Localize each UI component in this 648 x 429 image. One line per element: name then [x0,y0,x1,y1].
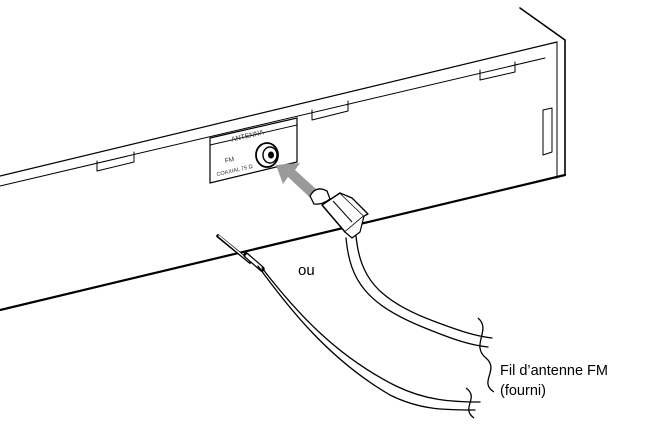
coaxial-plug [309,188,369,239]
wire-antenna-lead-a [257,265,476,411]
device-bottom-edge [0,173,567,312]
coaxial-jack [255,142,279,168]
antenna-panel-frame [209,117,298,184]
coaxial-cable [345,235,493,348]
panel-notch-1 [96,151,135,172]
jack-pin [268,151,274,159]
or-label: ou [298,262,315,279]
antenna-panel-divider [209,124,298,146]
break-marks [465,317,495,419]
rear-panel-top-inner-line [0,57,546,187]
plug-body-edge [332,200,353,223]
coaxial-cable-inner [355,235,493,339]
coaxial-cable-outer [345,237,489,348]
wire-antenna [216,234,481,411]
wire-label-line2: (fourni) [500,383,546,399]
device-outline [0,7,567,312]
plug-tail [344,215,365,239]
device-top-edge [519,7,566,41]
antenna-panel-fm: FM [224,156,235,165]
panel-notch-3 [479,61,516,81]
wire-antenna-lead-b [261,267,481,403]
break-mark-top [477,317,495,393]
antenna-panel: ANTENNA FM COAXIAL 75 Ω [209,117,298,184]
wire-label-line1: Fil d’antenne FM [500,363,608,379]
plug-body-top [339,192,369,217]
side-recess [542,107,553,156]
break-mark-bottom [465,387,475,419]
panel-notch-2 [311,100,349,121]
rear-panel-top-line [0,41,558,177]
